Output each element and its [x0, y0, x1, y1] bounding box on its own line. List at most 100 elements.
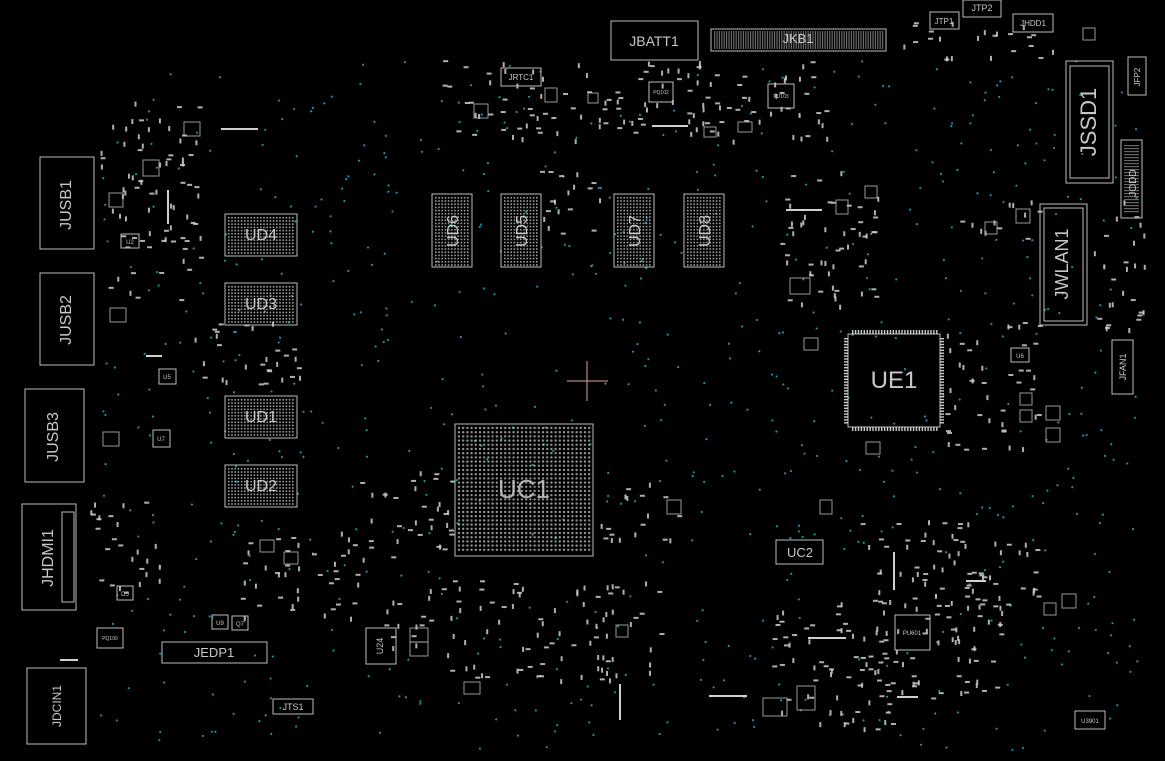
chip-label: UC1 — [498, 474, 550, 504]
chip-u5[interactable]: U5 — [158, 368, 177, 385]
connector-jts1[interactable]: JTS1 — [272, 698, 314, 715]
connector-label: JUSB2 — [58, 295, 75, 345]
chip-label: UD5 — [514, 215, 531, 247]
small-pad-layer — [90, 21, 1146, 733]
connector-label: JDCIN1 — [50, 685, 64, 727]
connector-label: JTS1 — [282, 702, 303, 712]
connector-pins — [1124, 145, 1139, 213]
chip-label: Q7 — [236, 622, 245, 628]
connector-jedp1[interactable]: JEDP1 — [161, 641, 268, 664]
connector-label: JHDD1 — [1020, 19, 1046, 28]
chip-pu601[interactable]: PU601 — [894, 614, 931, 651]
bga-pins — [687, 197, 721, 266]
connector-jdcin1[interactable]: JDCIN1 — [26, 667, 87, 745]
bga-pins — [228, 399, 294, 436]
connector-label: JFAN1 — [1118, 353, 1128, 380]
chip-uc2[interactable]: UC2 — [775, 539, 824, 565]
connector-label: JUSB3 — [45, 412, 62, 462]
bga-pins — [504, 197, 538, 266]
chip-label: UD3 — [245, 296, 277, 313]
connector-jwlan1[interactable]: JWLAN1 — [1039, 203, 1088, 326]
chip-label: UE1 — [871, 367, 918, 394]
chip-pq100[interactable]: PQ100 — [96, 627, 124, 649]
connector-label: JKB1 — [782, 31, 813, 46]
memory-chip-ud2[interactable]: UD2 — [224, 464, 298, 508]
connector-jfp2[interactable]: JFP2 — [1127, 56, 1147, 96]
memory-chip-ud7[interactable]: UD7 — [613, 193, 655, 268]
connector-jusb1[interactable]: JUSB1 — [39, 156, 95, 250]
memory-chip-ud3[interactable]: UD3 — [224, 282, 298, 326]
qfp-pins — [844, 330, 944, 431]
connector-label: JTP1 — [935, 17, 954, 26]
chip-u2[interactable]: U2 — [120, 233, 140, 249]
chip-u3901[interactable]: U3901 — [1074, 710, 1106, 730]
memory-chip-ud1[interactable]: UD1 — [224, 395, 298, 439]
bga-pins — [228, 286, 294, 323]
chip-uc1[interactable]: UC1 — [454, 423, 594, 557]
connector-jkb1[interactable]: JKB1 — [710, 28, 887, 52]
memory-chip-ud5[interactable]: UD5 — [500, 193, 542, 268]
connector-jfan1[interactable]: JFAN1 — [1111, 339, 1134, 395]
chip-label: PU103 — [773, 94, 789, 100]
chip-label: UD2 — [245, 478, 277, 495]
chip-label: U7 — [157, 437, 165, 443]
connector-label: JBATT1 — [629, 33, 679, 49]
connector-jusb3[interactable]: JUSB3 — [24, 388, 85, 483]
chip-label: U6 — [1016, 354, 1024, 360]
connector-jusb2[interactable]: JUSB2 — [39, 272, 95, 366]
chip-ue1[interactable]: UE1 — [844, 330, 944, 431]
chip-label: U5 — [163, 375, 171, 381]
chip-label: UD7 — [627, 215, 644, 247]
connector-label: JFP2 — [1133, 67, 1142, 86]
connector-label: JEDP1 — [194, 645, 234, 660]
chip-label: PU601 — [903, 631, 922, 637]
chip-label: PQ102 — [653, 90, 669, 96]
chip-label: UC2 — [787, 545, 813, 560]
bga-pins — [228, 468, 294, 505]
chip-label: PQ100 — [102, 636, 118, 642]
connector-jtp2[interactable]: JTP2 — [962, 0, 1002, 18]
connector-label: JODD — [1128, 169, 1139, 196]
chip-u24[interactable]: U24 — [365, 627, 397, 665]
chip-label: U3901 — [1081, 719, 1099, 725]
bga-pins — [228, 217, 294, 254]
chip-label: UD1 — [245, 409, 277, 426]
chip-label: UD6 — [445, 215, 462, 247]
crosshair-cursor-icon — [567, 361, 608, 401]
bga-pins — [617, 197, 651, 266]
chip-label: UD8 — [697, 215, 714, 247]
chip-label: UD4 — [245, 227, 277, 244]
connector-jhdmi1[interactable]: JHDMI1 — [21, 503, 77, 611]
memory-chip-ud6[interactable]: UD6 — [431, 193, 473, 268]
connector-jodd[interactable]: JODD — [1120, 139, 1143, 219]
memory-chip-ud8[interactable]: UD8 — [683, 193, 725, 268]
chip-pu103[interactable]: PU103 — [767, 83, 795, 109]
connector-pins — [714, 31, 884, 49]
connector-label: JSSD1 — [1076, 88, 1101, 156]
bga-pins — [457, 426, 591, 551]
connector-label: JRTC1 — [509, 73, 534, 82]
chip-d5[interactable]: D5 — [116, 585, 134, 601]
connector-label: JTP2 — [971, 3, 992, 13]
connector-label: JHDMI1 — [40, 529, 57, 587]
connector-label: JUSB1 — [58, 180, 75, 230]
memory-chip-ud4[interactable]: UD4 — [224, 213, 298, 257]
chip-u6[interactable]: U6 — [1010, 347, 1030, 363]
connector-label: JWLAN1 — [1052, 228, 1072, 299]
connector-jbatt1[interactable]: JBATT1 — [610, 20, 699, 61]
bga-pins — [435, 197, 469, 266]
chip-label: U24 — [375, 638, 385, 655]
misc-component-outlines — [60, 27, 1096, 720]
connector-jhdd1[interactable]: JHDD1 — [1012, 13, 1054, 33]
chip-u7[interactable]: U7 — [152, 429, 171, 448]
chip-label: U9 — [216, 621, 224, 627]
connector-jtp1[interactable]: JTP1 — [929, 11, 960, 30]
chip-pq102[interactable]: PQ102 — [648, 81, 674, 103]
chip-u9[interactable]: U9 — [211, 614, 229, 630]
chip-label: U2 — [126, 240, 134, 246]
via-layer — [100, 60, 1139, 751]
connector-jssd1[interactable]: JSSD1 — [1065, 60, 1114, 184]
connector-jrtc1[interactable]: JRTC1 — [500, 67, 542, 87]
chip-q7[interactable]: Q7 — [231, 615, 249, 631]
